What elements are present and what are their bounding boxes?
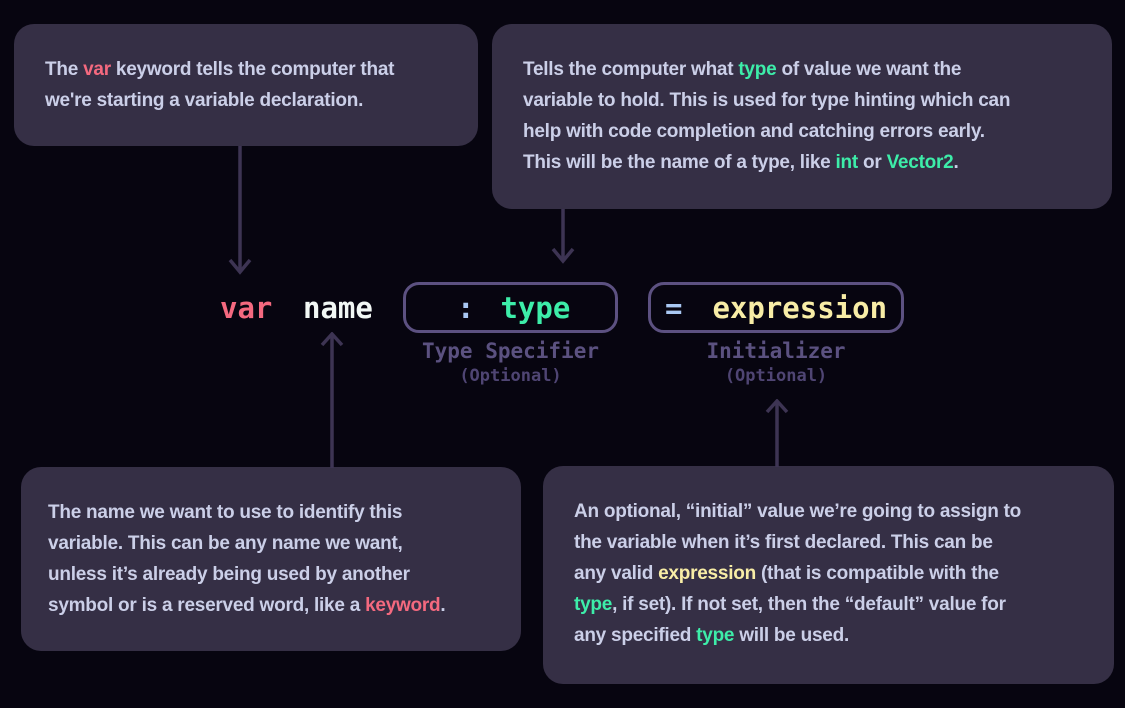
type-note: Tells the computer what type of value we…	[492, 24, 1112, 209]
equals-operator-token: =	[665, 290, 683, 325]
text-line: type, if set). If not set, then the “def…	[574, 594, 1006, 615]
text-line: variable. This can be any name we want,	[48, 533, 403, 554]
type-token: type	[500, 290, 571, 325]
type-specifier-title: Type Specifier	[421, 339, 599, 363]
type-specifier-optional: (Optional)	[459, 366, 562, 386]
var-keyword-token: var	[220, 291, 273, 325]
arrow-down-to-var-icon	[228, 146, 252, 275]
text-line: help with code completion and catching e…	[523, 121, 985, 142]
text-line: we're starting a variable declaration.	[45, 90, 364, 111]
arrow-down-to-type-icon	[551, 209, 575, 264]
initializer-optional: (Optional)	[724, 366, 828, 386]
arrow-up-to-initializer-icon	[765, 399, 789, 467]
text-line: The var keyword tells the computer that	[45, 59, 395, 80]
text-line: symbol or is a reserved word, like a key…	[48, 595, 446, 616]
name-note: The name we want to use to identify this…	[21, 467, 521, 651]
type-specifier-pill: : type	[403, 282, 618, 333]
initializer-label: Initializer (Optional)	[648, 338, 904, 388]
text-line: any specified type will be used.	[574, 625, 849, 646]
initializer-title: Initializer	[706, 339, 846, 363]
text-line: the variable when it’s first declared. T…	[574, 532, 993, 553]
text-line: variable to hold. This is used for type …	[523, 90, 1011, 111]
initializer-note: An optional, “initial” value we’re going…	[543, 466, 1114, 684]
text-line: The name we want to use to identify this	[48, 502, 403, 523]
name-token: name	[303, 291, 373, 325]
text-line: any valid expression (that is compatible…	[574, 563, 999, 584]
text-line: An optional, “initial” value we’re going…	[574, 501, 1022, 522]
text-line: unless it’s already being used by anothe…	[48, 564, 410, 585]
text-line: Tells the computer what type of value we…	[523, 59, 962, 80]
initializer-pill: = expression	[648, 282, 904, 333]
expression-token: expression	[712, 290, 888, 325]
colon-operator-token: :	[457, 290, 475, 325]
type-specifier-label: Type Specifier (Optional)	[403, 338, 618, 388]
var-keyword-note: The var keyword tells the computer that w…	[14, 24, 478, 146]
arrow-up-to-name-icon	[320, 332, 344, 468]
text-line: This will be the name of a type, like in…	[523, 152, 959, 173]
